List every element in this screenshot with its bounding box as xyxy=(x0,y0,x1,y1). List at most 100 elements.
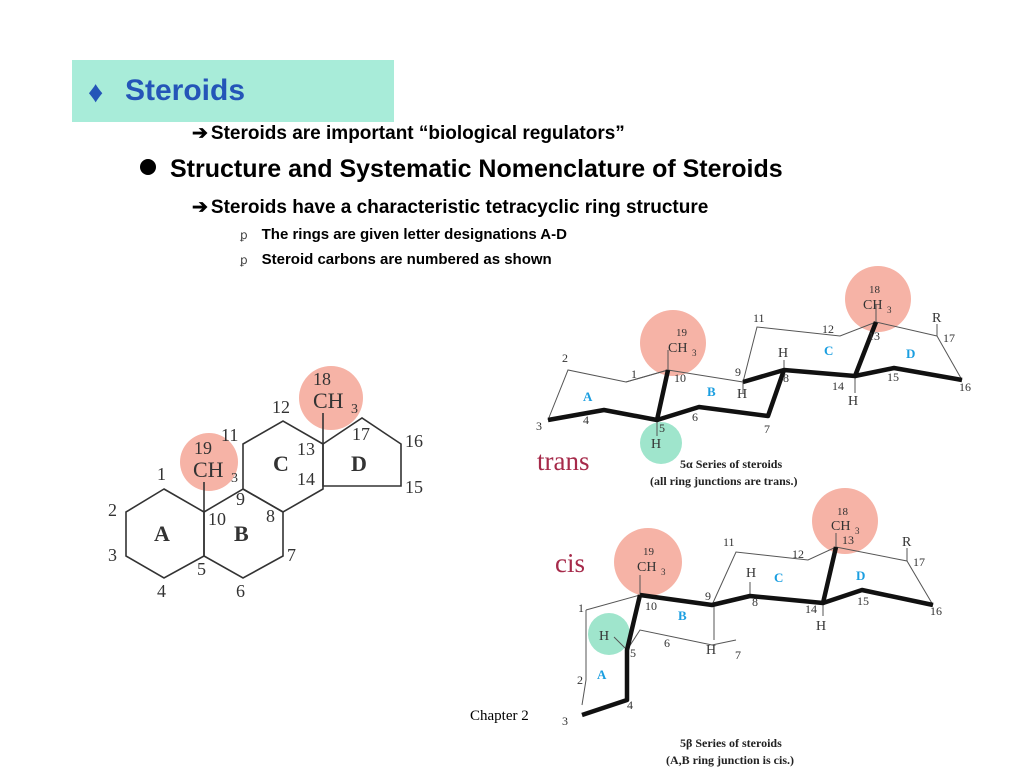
trans-h-8: H xyxy=(778,346,788,361)
trans-r-group: R xyxy=(932,311,942,326)
svg-text:3: 3 xyxy=(562,714,568,728)
carbon-1: 1 xyxy=(157,464,166,484)
bullet-structure-text: Structure and Systematic Nomenclature of… xyxy=(170,155,783,183)
cis-label: cis xyxy=(555,548,585,578)
trans-label: trans xyxy=(537,446,589,476)
trans-ring-b: B xyxy=(707,384,716,399)
svg-text:18: 18 xyxy=(869,284,881,296)
diamond-bullet-icon: ♦ xyxy=(88,76,104,109)
trans-h-14: H xyxy=(848,394,858,409)
svg-text:15: 15 xyxy=(857,594,869,608)
trans-methyl-18-highlight xyxy=(845,266,911,332)
cis-h-5: H xyxy=(599,629,609,644)
svg-text:7: 7 xyxy=(764,422,770,436)
svg-text:17: 17 xyxy=(943,331,955,345)
cis-r-group: R xyxy=(902,535,912,550)
carbon-11: 11 xyxy=(221,425,238,445)
svg-text:19: 19 xyxy=(643,546,655,558)
svg-text:17: 17 xyxy=(913,555,925,569)
svg-text:14: 14 xyxy=(805,602,817,616)
svg-text:15: 15 xyxy=(887,370,899,384)
methyl-19-highlight xyxy=(180,433,238,491)
svg-text:11: 11 xyxy=(753,311,765,325)
bullet-letters-text: The rings are given letter designations … xyxy=(261,226,567,243)
cis-hydrogen-5-highlight xyxy=(588,613,630,655)
cis-ring-d: D xyxy=(856,568,865,583)
bullet-tetracyclic-text: Steroids have a characteristic tetracycl… xyxy=(210,197,709,218)
svg-text:16: 16 xyxy=(930,604,942,618)
ring-letter-c: C xyxy=(273,451,289,476)
bullet-structure: Structure and Systematic Nomenclature of… xyxy=(140,155,783,184)
cis-methyl-19-highlight xyxy=(614,528,682,596)
methyl-19-number: 19 xyxy=(194,438,212,458)
svg-text:2: 2 xyxy=(577,673,583,687)
arrow-icon: ➔ xyxy=(192,123,208,144)
svg-text:19: 19 xyxy=(676,327,688,339)
title-box xyxy=(72,60,394,122)
methyl-19-group: CH xyxy=(193,457,224,482)
cis-caption-line1: 5β Series of steroids xyxy=(680,736,782,750)
svg-text:CH: CH xyxy=(637,560,656,575)
svg-text:1: 1 xyxy=(631,367,637,381)
svg-text:4: 4 xyxy=(583,413,589,427)
svg-text:3: 3 xyxy=(887,305,892,315)
svg-text:CH: CH xyxy=(668,341,687,356)
methyl-19-subscript: 3 xyxy=(231,471,238,486)
svg-text:2: 2 xyxy=(562,351,568,365)
bullet-regulators: ➔Steroids are important “biological regu… xyxy=(192,122,625,145)
bullet-numbered-text: Steroid carbons are numbered as shown xyxy=(261,251,552,268)
trans-caption-line2: (all ring junctions are trans.) xyxy=(650,474,797,488)
cis-h-9: H xyxy=(706,643,716,658)
svg-text:5: 5 xyxy=(630,646,636,660)
methyl-18-group: CH xyxy=(313,388,344,413)
carbon-8: 8 xyxy=(266,506,275,526)
svg-text:3: 3 xyxy=(692,348,697,358)
svg-text:3: 3 xyxy=(661,567,666,577)
round-bullet-icon xyxy=(140,159,156,175)
svg-text:18: 18 xyxy=(837,506,849,518)
cis-h-14: H xyxy=(816,619,826,634)
svg-text:13: 13 xyxy=(868,329,880,343)
svg-text:3: 3 xyxy=(536,419,542,433)
carbon-13: 13 xyxy=(297,439,315,459)
svg-text:5: 5 xyxy=(659,421,665,435)
slide-title: Steroids xyxy=(125,74,246,107)
svg-text:7: 7 xyxy=(735,648,741,662)
trans-ring-a: A xyxy=(583,389,593,404)
svg-text:16: 16 xyxy=(959,380,971,394)
carbon-3: 3 xyxy=(108,545,117,565)
methyl-18-subscript: 3 xyxy=(351,402,358,417)
svg-text:8: 8 xyxy=(783,371,789,385)
svg-text:8: 8 xyxy=(752,595,758,609)
svg-text:9: 9 xyxy=(705,589,711,603)
trans-h-9: H xyxy=(737,387,747,402)
svg-text:6: 6 xyxy=(664,636,670,650)
carbon-16: 16 xyxy=(405,431,423,451)
ring-d-outline xyxy=(322,417,402,487)
carbon-9: 9 xyxy=(236,489,245,509)
svg-text:6: 6 xyxy=(692,410,698,424)
cis-methyl-18-highlight xyxy=(812,488,878,554)
bullet-regulators-text: Steroids are important “biological regul… xyxy=(210,123,625,144)
arrow-icon: ➔ xyxy=(192,197,208,218)
cis-ring-c: C xyxy=(774,570,783,585)
svg-text:11: 11 xyxy=(723,535,735,549)
carbon-15: 15 xyxy=(405,477,423,497)
carbon-7: 7 xyxy=(287,545,296,565)
carbon-4: 4 xyxy=(157,581,166,601)
carbon-5: 5 xyxy=(197,559,206,579)
svg-text:9: 9 xyxy=(735,365,741,379)
svg-text:14: 14 xyxy=(832,379,844,393)
svg-text:10: 10 xyxy=(645,599,657,613)
trans-caption-line1: 5α Series of steroids xyxy=(680,457,782,471)
trans-hydrogen-5-highlight xyxy=(640,422,682,464)
ring-letter-a: A xyxy=(154,521,170,546)
carbon-17: 17 xyxy=(352,424,370,444)
cis-ring-a: A xyxy=(597,667,607,682)
trans-h-5: H xyxy=(651,437,661,452)
